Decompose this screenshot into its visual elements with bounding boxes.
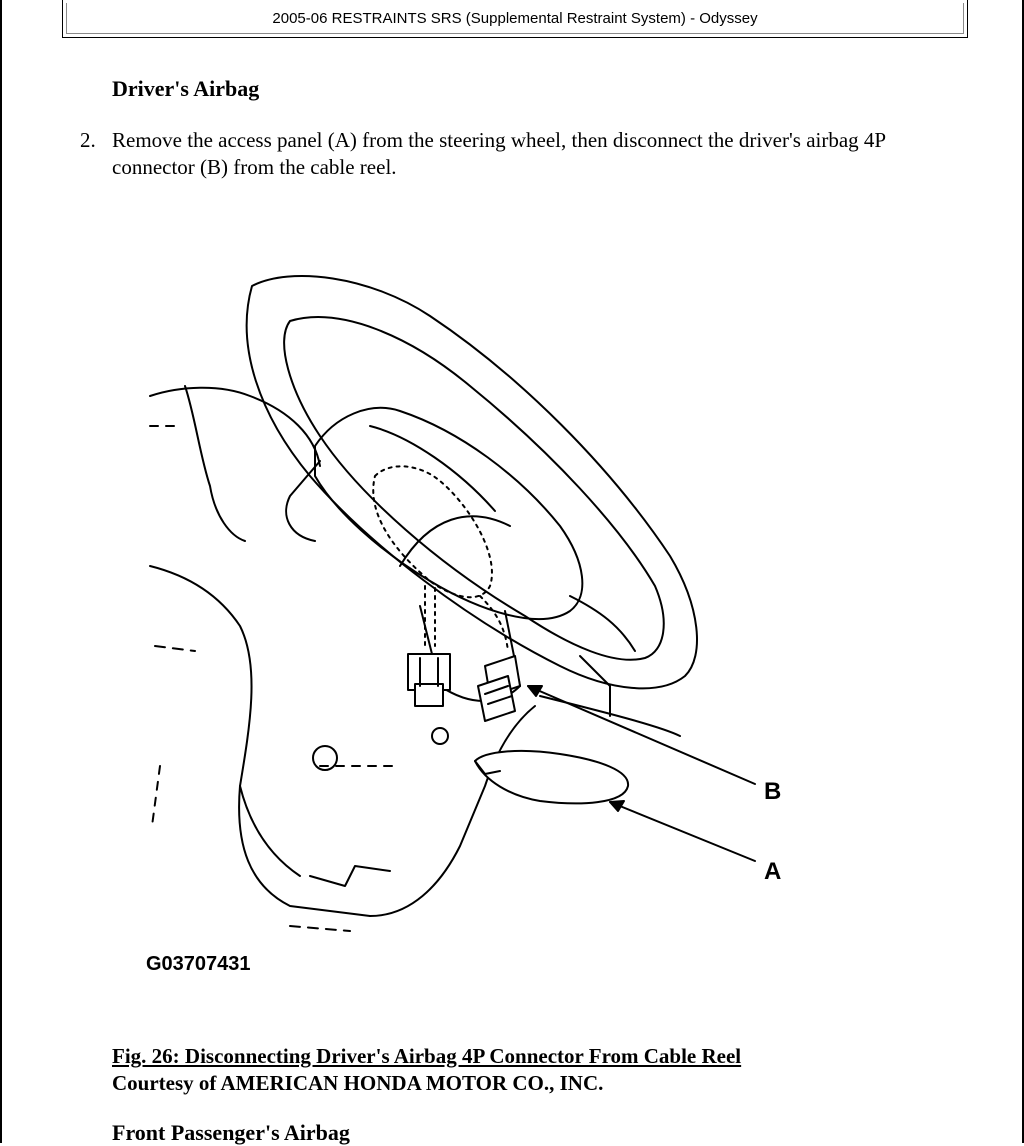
steering-hub [314, 406, 584, 620]
page-header-title: 2005-06 RESTRAINTS SRS (Supplemental Res… [66, 3, 964, 34]
callout-label-a: A [764, 858, 781, 885]
figure-id: G03707431 [146, 953, 251, 975]
steering-wheel-rim [245, 275, 698, 690]
figure-caption: Fig. 26: Disconnecting Driver's Airbag 4… [112, 1044, 742, 1068]
callout-line-b [527, 685, 756, 785]
page-border-right [1022, 0, 1024, 1143]
step-text: Remove the access panel (A) from the ste… [112, 128, 886, 179]
callout-line-a [609, 801, 756, 862]
page-header: 2005-06 RESTRAINTS SRS (Supplemental Res… [62, 0, 968, 38]
callout-label-b: B [764, 778, 781, 805]
next-section-title: Front Passenger's Airbag [112, 1120, 350, 1145]
access-panel-a [474, 749, 630, 805]
steering-wheel-illustration: B A G03707431 [140, 266, 800, 986]
access-panel-dotted-outline [372, 465, 493, 599]
figure-courtesy: Courtesy of AMERICAN HONDA MOTOR CO., IN… [112, 1071, 604, 1095]
connector-b [477, 655, 521, 722]
step-number: 2. [80, 128, 96, 152]
page-border-left [0, 0, 2, 1143]
section-title: Driver's Airbag [112, 76, 260, 101]
